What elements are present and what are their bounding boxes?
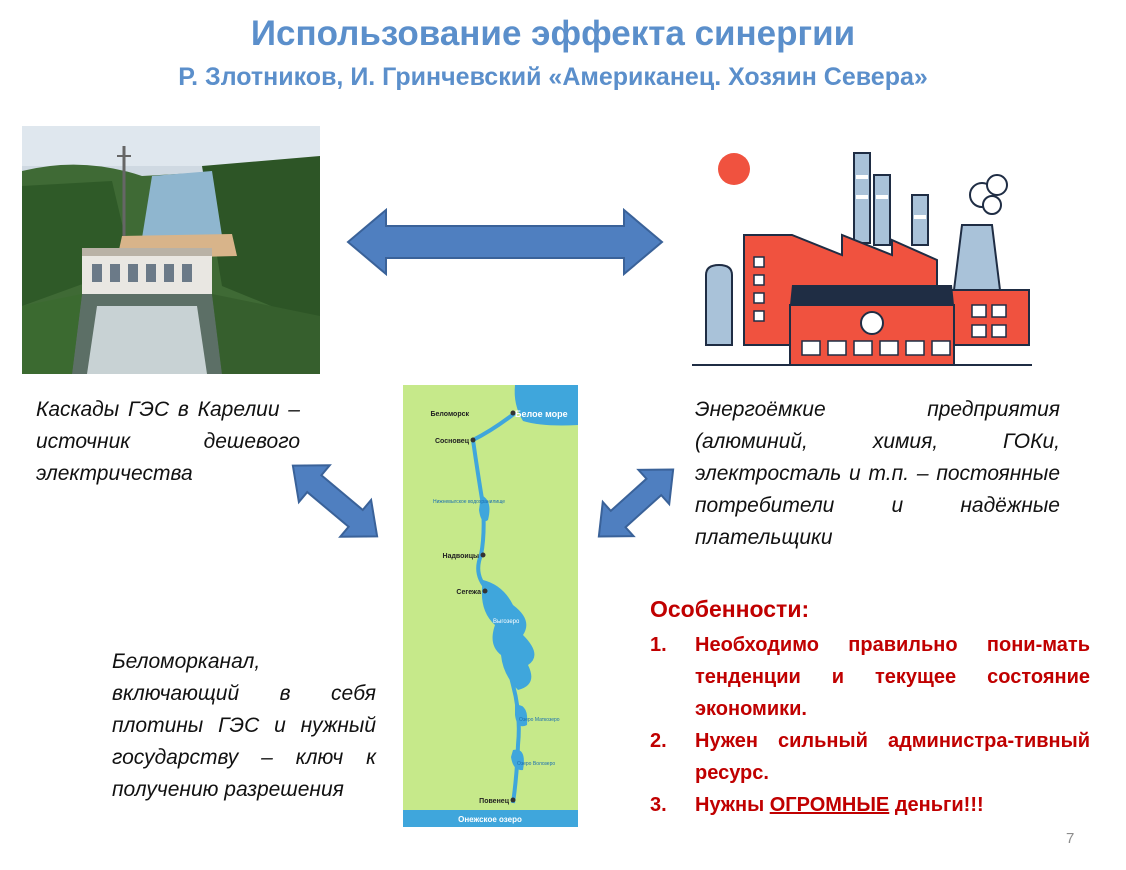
feature-text: Необходимо правильно пони-мать тенденции… [695, 634, 1090, 720]
map-label-onega: Онежское озеро [458, 815, 522, 824]
map-town-povenets: Повенец [479, 798, 510, 805]
feature-text-suffix: деньги!!! [889, 794, 984, 816]
features-block: Особенности: 1. Необходимо правильно пон… [650, 596, 1090, 821]
map-label-reservoir: Нижневыгское водохранилище [433, 499, 505, 505]
hydro-station-photo [22, 126, 320, 374]
feature-item: 2. Нужен сильный администра-тивный ресур… [650, 725, 1090, 789]
map-label-sea: Белое море [515, 409, 568, 419]
features-title: Особенности: [650, 596, 810, 622]
feature-text-prefix: Нужны [695, 794, 770, 816]
map-town-segezha: Сегежа [456, 589, 481, 596]
feature-item: 3. Нужны ОГРОМНЫЕ деньги!!! [650, 789, 1090, 821]
double-arrow-right-diagonal [597, 468, 675, 538]
map-label-volozero: Озеро Волозеро [517, 761, 555, 767]
canal-map: Белое море Беломорск Сосновец Надвоицы С… [403, 385, 578, 827]
feature-number: 1. [650, 634, 667, 656]
slide-title: Использование эффекта синергии [250, 14, 856, 53]
canal-description: Беломорканал, включающий в себя плотины … [112, 650, 376, 801]
ges-description: Каскады ГЭС в Карелии – источник дешевог… [36, 398, 300, 485]
feature-item: 1. Необходимо правильно пони-мать тенден… [650, 629, 1090, 725]
map-town-sosnovets: Сосновец [435, 438, 470, 445]
double-arrow-horizontal [346, 208, 664, 276]
feature-emphasis: ОГРОМНЫЕ [769, 794, 890, 816]
factory-illustration [692, 152, 1032, 366]
industry-description: Энергоёмкие предприятия (алюминий, химия… [695, 398, 1060, 549]
features-list: 1. Необходимо правильно пони-мать тенден… [650, 629, 1090, 821]
map-label-vygozero: Выгозеро [493, 619, 520, 625]
map-town-nadvoitsy: Надвоицы [443, 553, 479, 560]
slide-subtitle: Р. Злотников, И. Гринчевский «Американец… [178, 63, 928, 91]
map-town-belomorsk: Беломорск [431, 411, 470, 418]
feature-number: 2. [650, 730, 667, 752]
page-number: 7 [1066, 830, 1075, 847]
feature-text: Нужен сильный администра-тивный ресурс. [695, 730, 1090, 784]
feature-number: 3. [650, 794, 667, 816]
double-arrow-left-diagonal [291, 464, 379, 538]
map-label-matkozero: Озеро Маткозеро [519, 717, 560, 723]
